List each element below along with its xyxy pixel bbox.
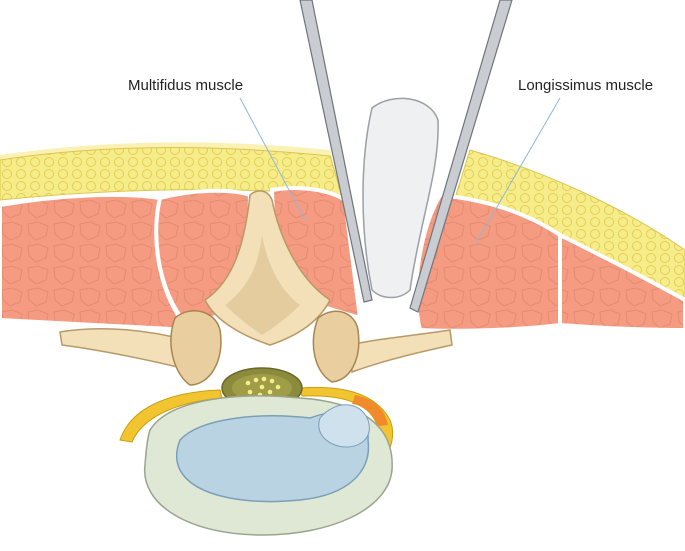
longissimus-muscle-label: Longissimus muscle xyxy=(518,77,654,94)
longissimus-leader-line xyxy=(474,97,561,246)
nerve-roots xyxy=(245,376,281,398)
muscle-right-lateral xyxy=(558,231,685,333)
nucleus-pulposus xyxy=(175,411,370,503)
multifidus-leader-line xyxy=(239,97,306,221)
lamina-shadow xyxy=(225,235,300,335)
forceps-left-arm xyxy=(299,0,373,303)
longissimus-muscle xyxy=(414,192,562,333)
herniation-highlight xyxy=(352,395,388,426)
facet-joint-left xyxy=(170,310,222,386)
multifidus-muscle-label: Multifidus muscle xyxy=(128,77,244,94)
forceps-right-arm xyxy=(409,0,513,313)
disc-herniation xyxy=(318,404,370,448)
facet-joint-right xyxy=(312,310,360,383)
retractor-blade xyxy=(362,97,439,299)
transverse-process-right xyxy=(349,329,453,374)
ligament-left xyxy=(119,389,223,443)
